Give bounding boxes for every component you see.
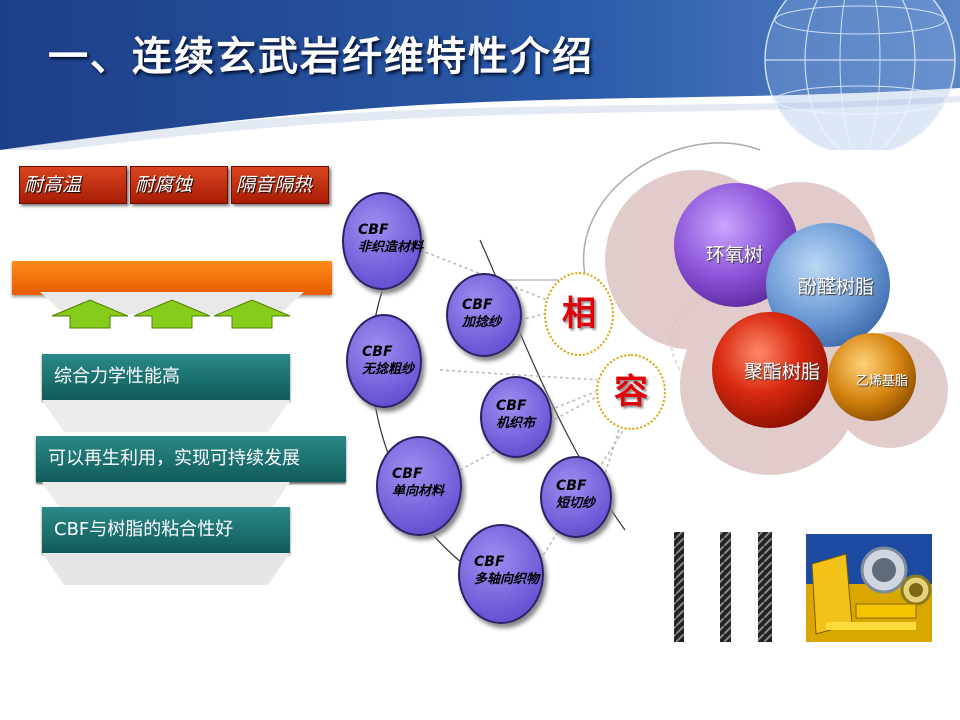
product-code: CBF bbox=[358, 222, 389, 238]
resin-label-epoxy: 环氧树 bbox=[706, 244, 764, 266]
resin-label-polyester: 聚酯树脂 bbox=[744, 361, 821, 383]
product-code: CBF bbox=[496, 398, 527, 414]
resin-label-phenolic: 酚醛树脂 bbox=[798, 276, 875, 298]
product-name: 多轴向织物 bbox=[474, 572, 540, 587]
tag-label: 耐高温 bbox=[24, 174, 82, 196]
product-multiaxial-fabric: CBF 多轴向织物 bbox=[458, 524, 544, 624]
sphere-vinyl-ester bbox=[828, 333, 916, 421]
product-name: 非织造材料 bbox=[358, 240, 424, 255]
product-nonwoven: CBF 非织造材料 bbox=[342, 192, 424, 290]
tag-sound-heat-insulation: 隔音隔热 bbox=[231, 166, 329, 204]
resin-label-vinyl-ester: 乙烯基脂 bbox=[856, 374, 909, 389]
tag-corrosion-resistant: 耐腐蚀 bbox=[130, 166, 228, 204]
sphere-polyester bbox=[712, 312, 828, 428]
advantage-shadow bbox=[42, 482, 290, 514]
product-roving: CBF 无捻粗纱 bbox=[346, 314, 422, 408]
resin-cluster bbox=[605, 170, 948, 475]
rebar-photo bbox=[668, 530, 786, 644]
up-arrows bbox=[51, 299, 291, 329]
product-unidirectional: CBF 单向材料 bbox=[376, 436, 462, 536]
tag-label: 耐腐蚀 bbox=[135, 174, 193, 196]
advantage-shadow bbox=[42, 553, 290, 585]
product-name: 短切纱 bbox=[556, 496, 596, 511]
globe-icon bbox=[764, 0, 956, 150]
product-name: 加捻纱 bbox=[462, 315, 502, 330]
product-code: CBF bbox=[392, 466, 423, 482]
product-code: CBF bbox=[556, 478, 587, 494]
advantage-shadow bbox=[42, 400, 290, 432]
slide-title: 一、连续玄武岩纤维特性介绍 bbox=[48, 34, 594, 80]
product-name: 单向材料 bbox=[392, 484, 445, 499]
tag-label: 隔音隔热 bbox=[236, 174, 313, 196]
product-code: CBF bbox=[462, 297, 493, 313]
pipe-profiles-photo bbox=[806, 534, 932, 642]
up-arrow-icon bbox=[133, 299, 211, 329]
product-code: CBF bbox=[474, 554, 505, 570]
product-code: CBF bbox=[362, 344, 393, 360]
compat-char-1: 相 bbox=[544, 272, 614, 356]
product-twisted-yarn: CBF 加捻纱 bbox=[446, 273, 522, 357]
up-arrow-icon bbox=[51, 299, 129, 329]
tag-heat-resistant: 耐高温 bbox=[19, 166, 127, 204]
product-woven-fabric: CBF 机织布 bbox=[480, 376, 552, 458]
product-chopped-strand: CBF 短切纱 bbox=[540, 456, 612, 538]
up-arrow-icon bbox=[213, 299, 291, 329]
product-name: 机织布 bbox=[496, 416, 536, 431]
summary-bar bbox=[12, 261, 332, 295]
header-banner bbox=[0, 0, 960, 150]
compat-char-2: 容 bbox=[596, 354, 666, 430]
sphere-phenolic bbox=[766, 223, 890, 347]
advantage-resin-adhesion: CBF与树脂的粘合性好 bbox=[42, 507, 290, 553]
advantage-mechanical-performance: 综合力学性能高 bbox=[42, 354, 290, 400]
advantage-recyclable: 可以再生利用，实现可持续发展 bbox=[36, 436, 346, 482]
product-name: 无捻粗纱 bbox=[362, 362, 415, 377]
